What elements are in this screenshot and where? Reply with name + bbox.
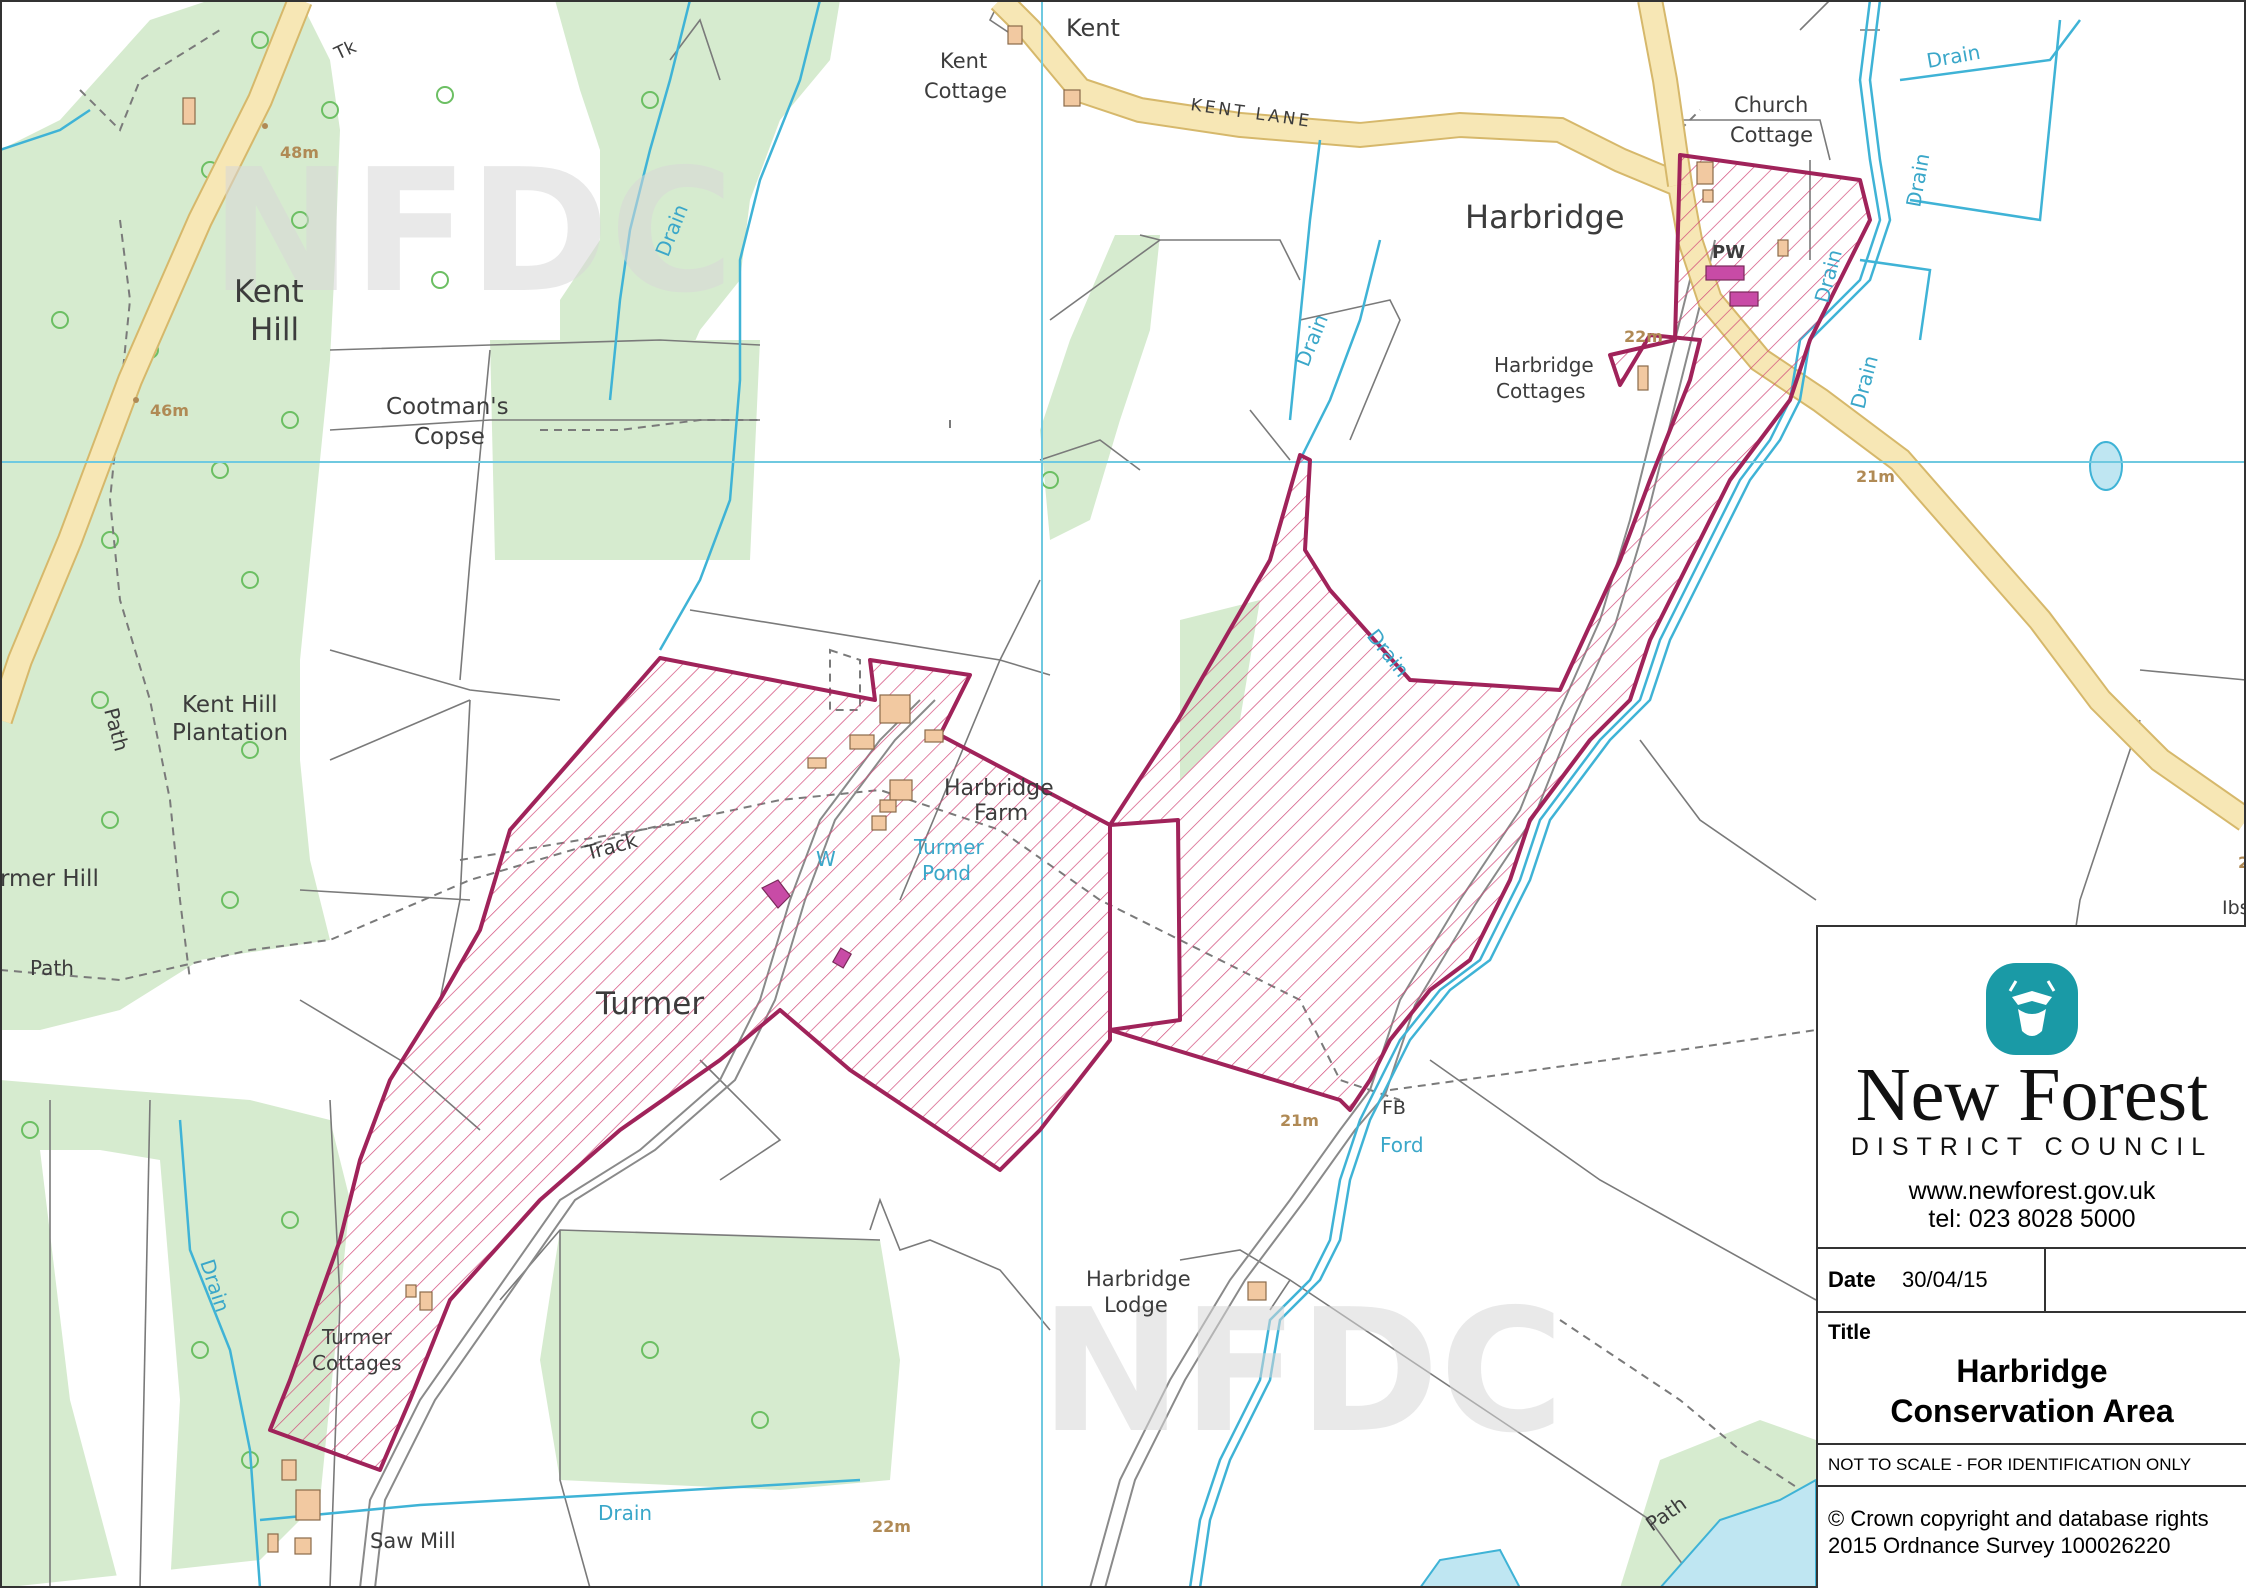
label-harbridge-farm-1: Harbridge <box>944 776 1054 801</box>
copyright-line-1: © Crown copyright and database rights <box>1828 1506 2209 1531</box>
buildings <box>182 25 1789 1555</box>
copyright-line-2: 2015 Ordnance Survey 100026220 <box>1828 1533 2171 1558</box>
label-turmer-cottages-2: Cottages <box>312 1351 402 1375</box>
date-divider <box>2044 1249 2046 1311</box>
conservation-area[interactable] <box>268 153 1872 1472</box>
date-label: Date <box>1828 1267 1876 1292</box>
legend-panel: New Forest DISTRICT COUNCIL www.newfores… <box>1816 925 2246 1588</box>
label-turmer-pond-2: Pond <box>922 861 971 885</box>
label-harbridge-cottages-1: Harbridge <box>1494 353 1594 377</box>
label-harbridge-farm-2: Farm <box>974 801 1028 826</box>
label-ford: Ford <box>1380 1133 1424 1157</box>
watermark-bottom: NFDC <box>1040 1273 1564 1471</box>
label-height-21b: 21m <box>1280 1111 1319 1130</box>
phone-number: tel: 023 8028 5000 <box>1928 1205 2136 1233</box>
watermark-top: NFDC <box>210 133 734 331</box>
date-value: 30/04/15 <box>1902 1267 1988 1292</box>
title-row: Title Harbridge Conservation Area <box>1818 1313 2246 1445</box>
logo-block: New Forest DISTRICT COUNCIL www.newfores… <box>1818 927 2246 1249</box>
scale-note: NOT TO SCALE - FOR IDENTIFICATION ONLY <box>1828 1455 2192 1474</box>
label-church-cottage-2: Cottage <box>1730 123 1813 147</box>
label-saw-mill: Saw Mill <box>370 1529 456 1553</box>
label-turmer: Turmer <box>595 986 704 1022</box>
map-title-line-2: Conservation Area <box>1890 1393 2174 1429</box>
org-name: New Forest <box>1855 1053 2209 1137</box>
woodland-clearing <box>40 1150 180 1588</box>
label-turmer-pond-1: Turmer <box>913 835 985 859</box>
label-cootmans-copse-1: Cootman's <box>386 394 509 420</box>
copyright-notice: © Crown copyright and database rights 20… <box>1828 1505 2209 1559</box>
label-kent-hill-plantation-1: Kent Hill <box>182 692 277 718</box>
label-harbridge-lodge-1: Harbridge <box>1086 1267 1191 1291</box>
place-of-worship <box>761 265 1759 969</box>
place-labels: Kent Kent Cottage KENT LANE Church Cotta… <box>0 14 2246 1553</box>
label-path-1: Path <box>30 956 74 980</box>
label-cootmans-copse-2: Copse <box>414 424 485 450</box>
label-kent: Kent <box>1066 14 1120 42</box>
label-turmer-cottages-1: Turmer <box>321 1325 393 1349</box>
org-subtitle: DISTRICT COUNCIL <box>1850 1133 2214 1161</box>
label-height-edge: 2 <box>2238 853 2246 872</box>
label-fb: FB <box>1382 1097 1406 1119</box>
label-drain-9: Drain <box>598 1501 652 1525</box>
map-title-line-1: Harbridge <box>1956 1353 2108 1389</box>
label-w: W <box>816 847 836 871</box>
label-kent-cottage-1: Kent <box>940 49 987 73</box>
contact-block: www.newforest.gov.uk tel: 023 8028 5000 <box>1818 1177 2246 1233</box>
label-kent-cottage-2: Cottage <box>924 79 1007 103</box>
label-harbridge-cottages-2: Cottages <box>1496 379 1586 403</box>
label-height-46: 46m <box>150 401 189 420</box>
label-kent-hill-plantation-2: Plantation <box>172 720 288 746</box>
date-row: Date 30/04/15 <box>1818 1249 2246 1313</box>
spot-heights: 48m 46m 22m 21m 21m 22m 2 <box>133 123 2246 1536</box>
label-kent-hill-2: Hill <box>250 312 299 348</box>
title-label: Title <box>1828 1321 1871 1344</box>
label-turmer-hill: rmer Hill <box>0 866 99 892</box>
scale-row: NOT TO SCALE - FOR IDENTIFICATION ONLY <box>1818 1445 2246 1487</box>
label-kent-hill-1: Kent <box>234 274 304 310</box>
label-ibs: Ibs <box>2222 897 2246 919</box>
website-link[interactable]: www.newforest.gov.uk <box>1908 1177 2156 1205</box>
pond <box>2089 441 2123 491</box>
label-height-48: 48m <box>280 143 319 162</box>
label-height-21a: 21m <box>1856 467 1895 486</box>
label-harbridge: Harbridge <box>1465 198 1625 236</box>
label-pw: PW <box>1712 242 1745 263</box>
label-church-cottage-1: Church <box>1734 93 1808 117</box>
council-logo-icon <box>1986 963 2078 1055</box>
label-harbridge-lodge-2: Lodge <box>1104 1293 1168 1317</box>
label-height-22b: 22m <box>872 1517 911 1536</box>
label-height-22a: 22m <box>1624 327 1663 346</box>
